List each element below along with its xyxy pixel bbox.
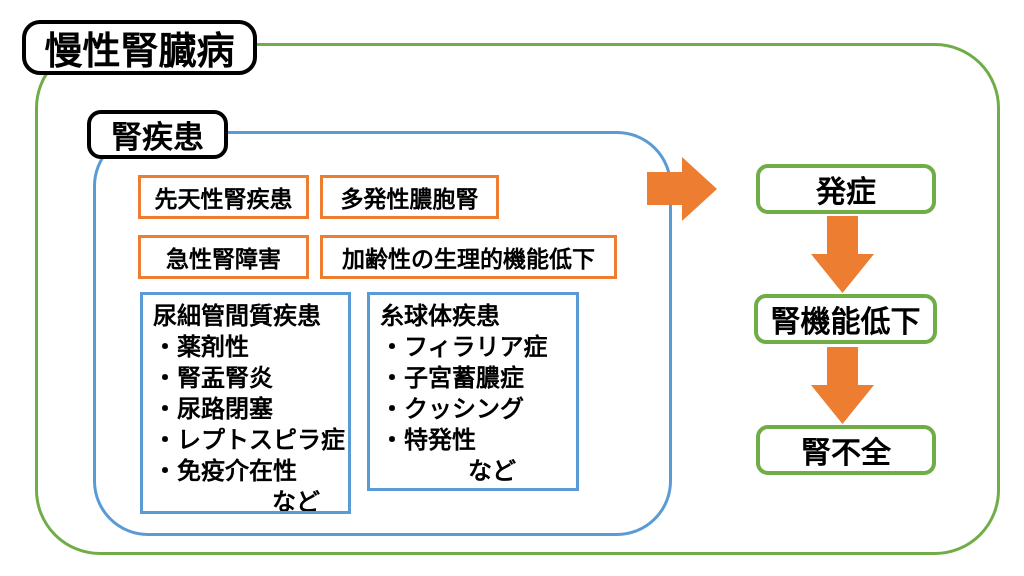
list-item: ・レプトスピラ症 <box>153 427 345 454</box>
list-item: ・尿路閉塞 <box>153 396 273 423</box>
detail-box-tubulointerstitial: 尿細管間質疾患 ・薬剤性 ・腎盂腎炎 ・尿路閉塞 ・レプトスピラ症 ・免疫介在性… <box>140 292 351 514</box>
flow-box-onset: 発症 <box>756 164 936 214</box>
cause-box-polycystic-label: 多発性膿胞腎 <box>340 186 479 212</box>
chronic-kidney-disease-container <box>35 43 1000 555</box>
cause-box-congenital-label: 先天性腎疾患 <box>154 186 293 212</box>
chronic-kidney-disease-title-label: 慢性腎臓病 <box>44 31 235 73</box>
list-item: ・特発性 <box>380 427 476 454</box>
flow-box-renal-failure: 腎不全 <box>756 425 936 475</box>
kidney-disease-container <box>93 131 672 536</box>
etc-label: など <box>272 489 320 514</box>
detail-box-glomerular: 糸球体疾患 ・フィラリア症 ・子宮蓄膿症 ・クッシング ・特発性 など <box>367 292 579 491</box>
kidney-disease-title: 腎疾患 <box>87 110 228 159</box>
list-item: ・薬剤性 <box>153 334 249 361</box>
list-item: ・子宮蓄膿症 <box>380 365 524 392</box>
arrow-down-icon <box>811 347 874 424</box>
etc-label: など <box>468 458 516 485</box>
cause-box-age-related-decline: 加齢性の生理的機能低下 <box>320 235 617 279</box>
detail-box-glomerular-title: 糸球体疾患 <box>380 303 500 330</box>
flow-box-renal-failure-label: 腎不全 <box>801 437 891 470</box>
chronic-kidney-disease-title: 慢性腎臓病 <box>22 20 257 75</box>
kidney-disease-title-label: 腎疾患 <box>111 120 204 155</box>
cause-box-congenital: 先天性腎疾患 <box>138 175 309 219</box>
list-item: ・腎盂腎炎 <box>153 365 273 392</box>
flow-box-onset-label: 発症 <box>816 176 876 209</box>
list-item: ・クッシング <box>380 396 524 423</box>
arrow-down-icon <box>811 216 874 293</box>
list-item: ・免疫介在性 <box>153 458 297 485</box>
cause-box-polycystic: 多発性膿胞腎 <box>320 175 499 219</box>
cause-box-age-related-decline-label: 加齢性の生理的機能低下 <box>342 246 595 272</box>
flow-box-renal-function-decline-label: 腎機能低下 <box>770 306 921 339</box>
cause-box-acute-injury-label: 急性腎障害 <box>166 246 281 272</box>
flow-box-renal-function-decline: 腎機能低下 <box>754 294 937 344</box>
arrow-right-icon <box>647 157 717 221</box>
detail-box-tubulointerstitial-title: 尿細管間質疾患 <box>153 303 321 330</box>
list-item: ・フィラリア症 <box>380 334 548 361</box>
cause-box-acute-injury: 急性腎障害 <box>138 235 309 279</box>
